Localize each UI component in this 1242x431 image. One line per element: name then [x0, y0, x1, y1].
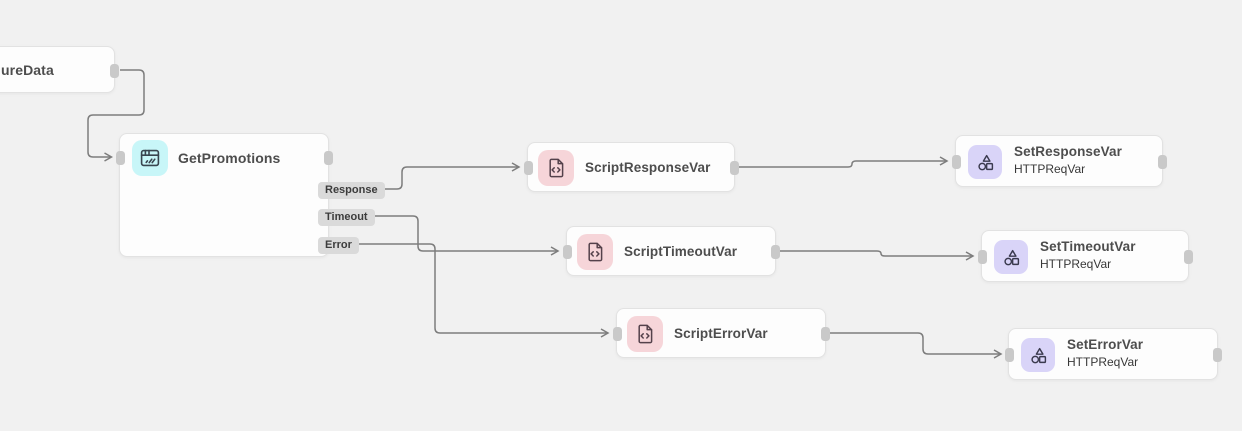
browser-window-icon — [132, 140, 168, 176]
input-handle[interactable] — [951, 155, 961, 169]
output-handle[interactable] — [1212, 348, 1222, 362]
node-title: SetErrorVar — [1067, 337, 1144, 352]
node-title: ScriptErrorVar — [674, 326, 768, 341]
node-subtitle: HTTPReqVar — [1014, 162, 1086, 176]
output-handle[interactable] — [1183, 250, 1193, 264]
input-handle[interactable] — [977, 250, 987, 264]
output-handle[interactable] — [1157, 155, 1167, 169]
input-handle[interactable] — [612, 327, 622, 341]
shapes-icon — [994, 240, 1028, 274]
file-code-icon — [538, 150, 574, 186]
port-response[interactable]: Response — [318, 182, 385, 199]
node-set-error-var[interactable]: SetErrorVar HTTPReqVar — [1004, 328, 1222, 380]
file-code-icon — [627, 316, 663, 352]
node-capture-data[interactable]: ureData — [0, 46, 119, 93]
node-title: SetTimeoutVar — [1040, 239, 1136, 254]
node-script-response-var[interactable]: ScriptResponseVar — [523, 142, 739, 192]
edge-scripterrorvar-to-seterrorvar — [826, 332, 1003, 359]
node-title: SetResponseVar — [1014, 144, 1122, 159]
output-handle[interactable] — [820, 327, 830, 341]
port-error[interactable]: Error — [318, 237, 359, 254]
output-handle[interactable] — [109, 63, 119, 78]
edge-scriptresponsevar-to-setresponsevar — [735, 156, 949, 168]
node-title: GetPromotions — [178, 150, 281, 166]
output-handle[interactable] — [729, 161, 739, 175]
node-set-response-var[interactable]: SetResponseVar HTTPReqVar — [951, 135, 1167, 187]
edge-scripttimeoutvar-to-settimeoutvar — [776, 250, 975, 261]
node-subtitle: HTTPReqVar — [1040, 257, 1112, 271]
node-title: ureData — [1, 62, 54, 78]
shapes-icon — [968, 145, 1002, 179]
node-subtitle: HTTPReqVar — [1067, 355, 1139, 369]
shapes-icon — [1021, 338, 1055, 372]
port-timeout[interactable]: Timeout — [318, 209, 375, 226]
file-code-icon — [577, 234, 613, 270]
input-handle[interactable] — [523, 161, 533, 175]
output-handle[interactable] — [323, 151, 333, 165]
node-title: ScriptResponseVar — [585, 160, 711, 175]
input-handle[interactable] — [1004, 348, 1014, 362]
node-script-timeout-var[interactable]: ScriptTimeoutVar — [562, 226, 780, 276]
output-handle[interactable] — [770, 245, 780, 259]
node-script-error-var[interactable]: ScriptErrorVar — [612, 308, 830, 358]
input-handle[interactable] — [115, 151, 125, 165]
input-handle[interactable] — [562, 245, 572, 259]
node-set-timeout-var[interactable]: SetTimeoutVar HTTPReqVar — [977, 230, 1193, 282]
node-get-promotions[interactable]: GetPromotions Response Timeout Error — [115, 133, 385, 257]
node-title: ScriptTimeoutVar — [624, 244, 738, 259]
